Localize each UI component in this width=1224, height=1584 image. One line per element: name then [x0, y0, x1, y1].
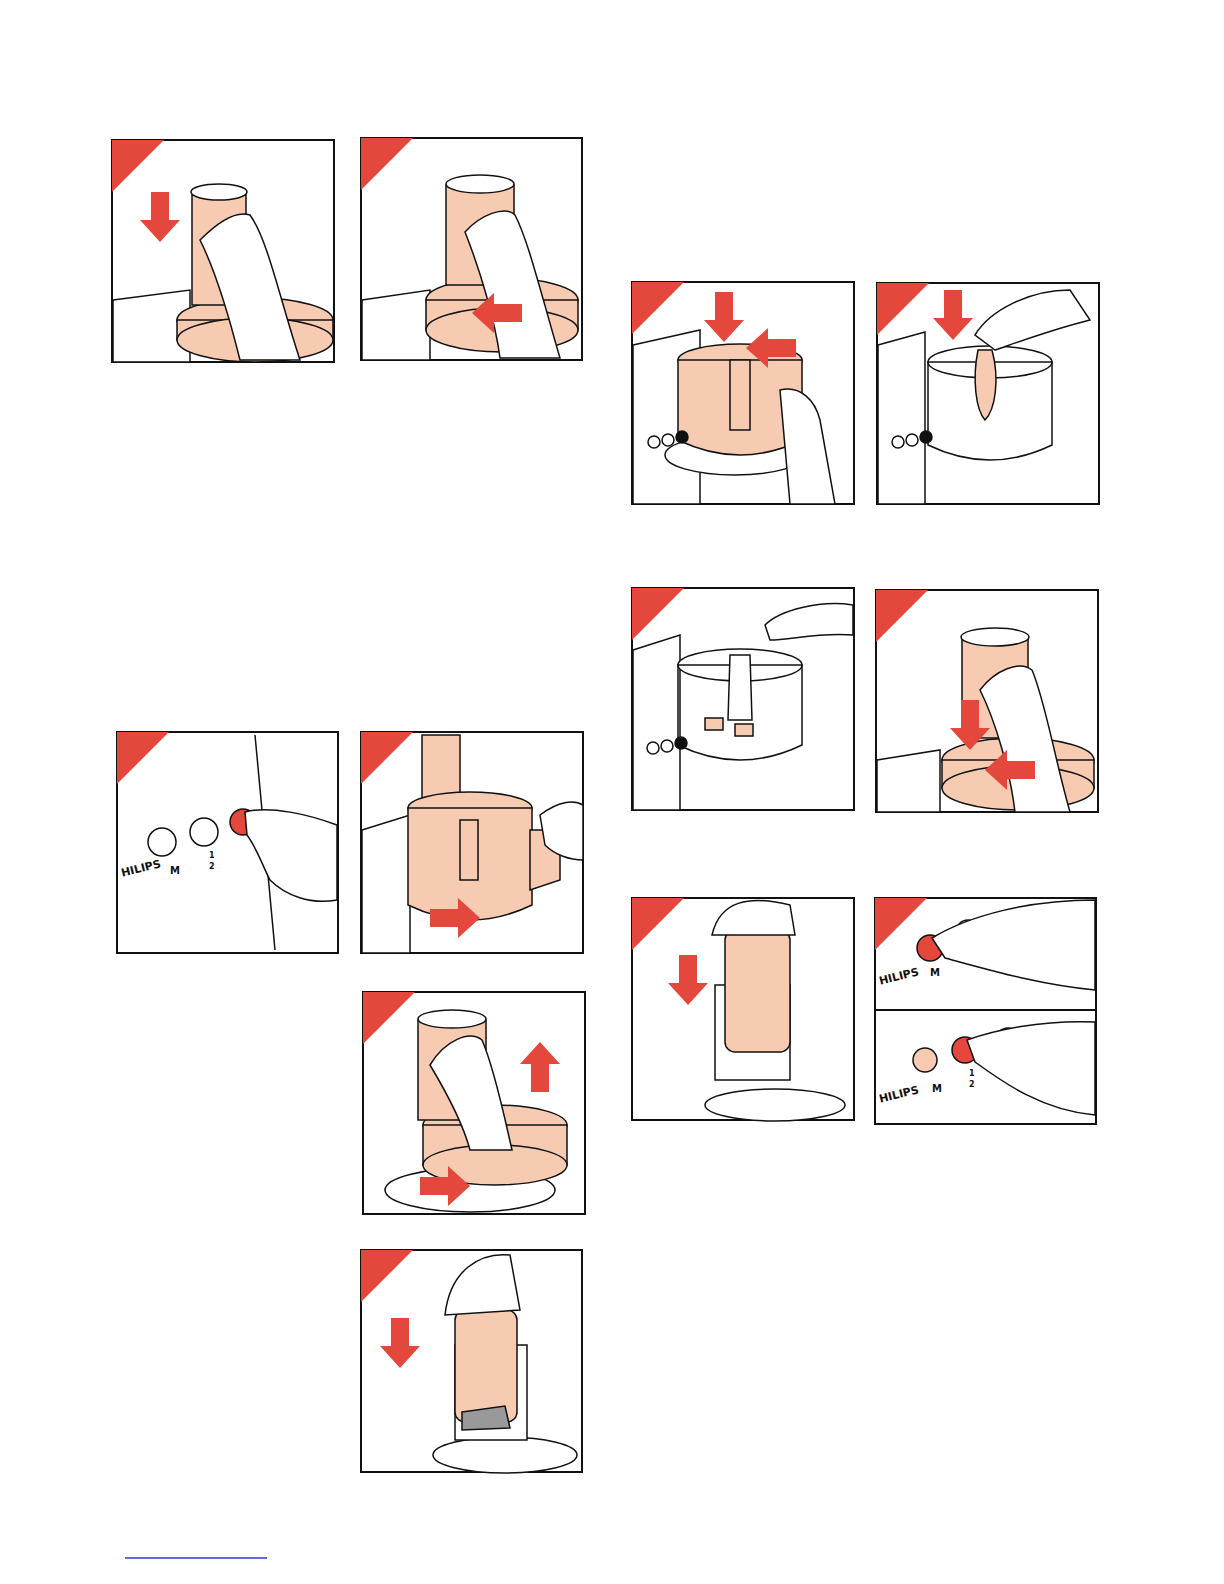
- panel-label: 2: [969, 1081, 975, 1089]
- panel-label: 1: [969, 1070, 975, 1078]
- panel-label: M: [170, 866, 180, 876]
- panel-label: 2: [209, 863, 215, 871]
- panel-label: M: [932, 1084, 942, 1094]
- panel-label: 1: [209, 852, 215, 860]
- panel-label: M: [930, 968, 940, 978]
